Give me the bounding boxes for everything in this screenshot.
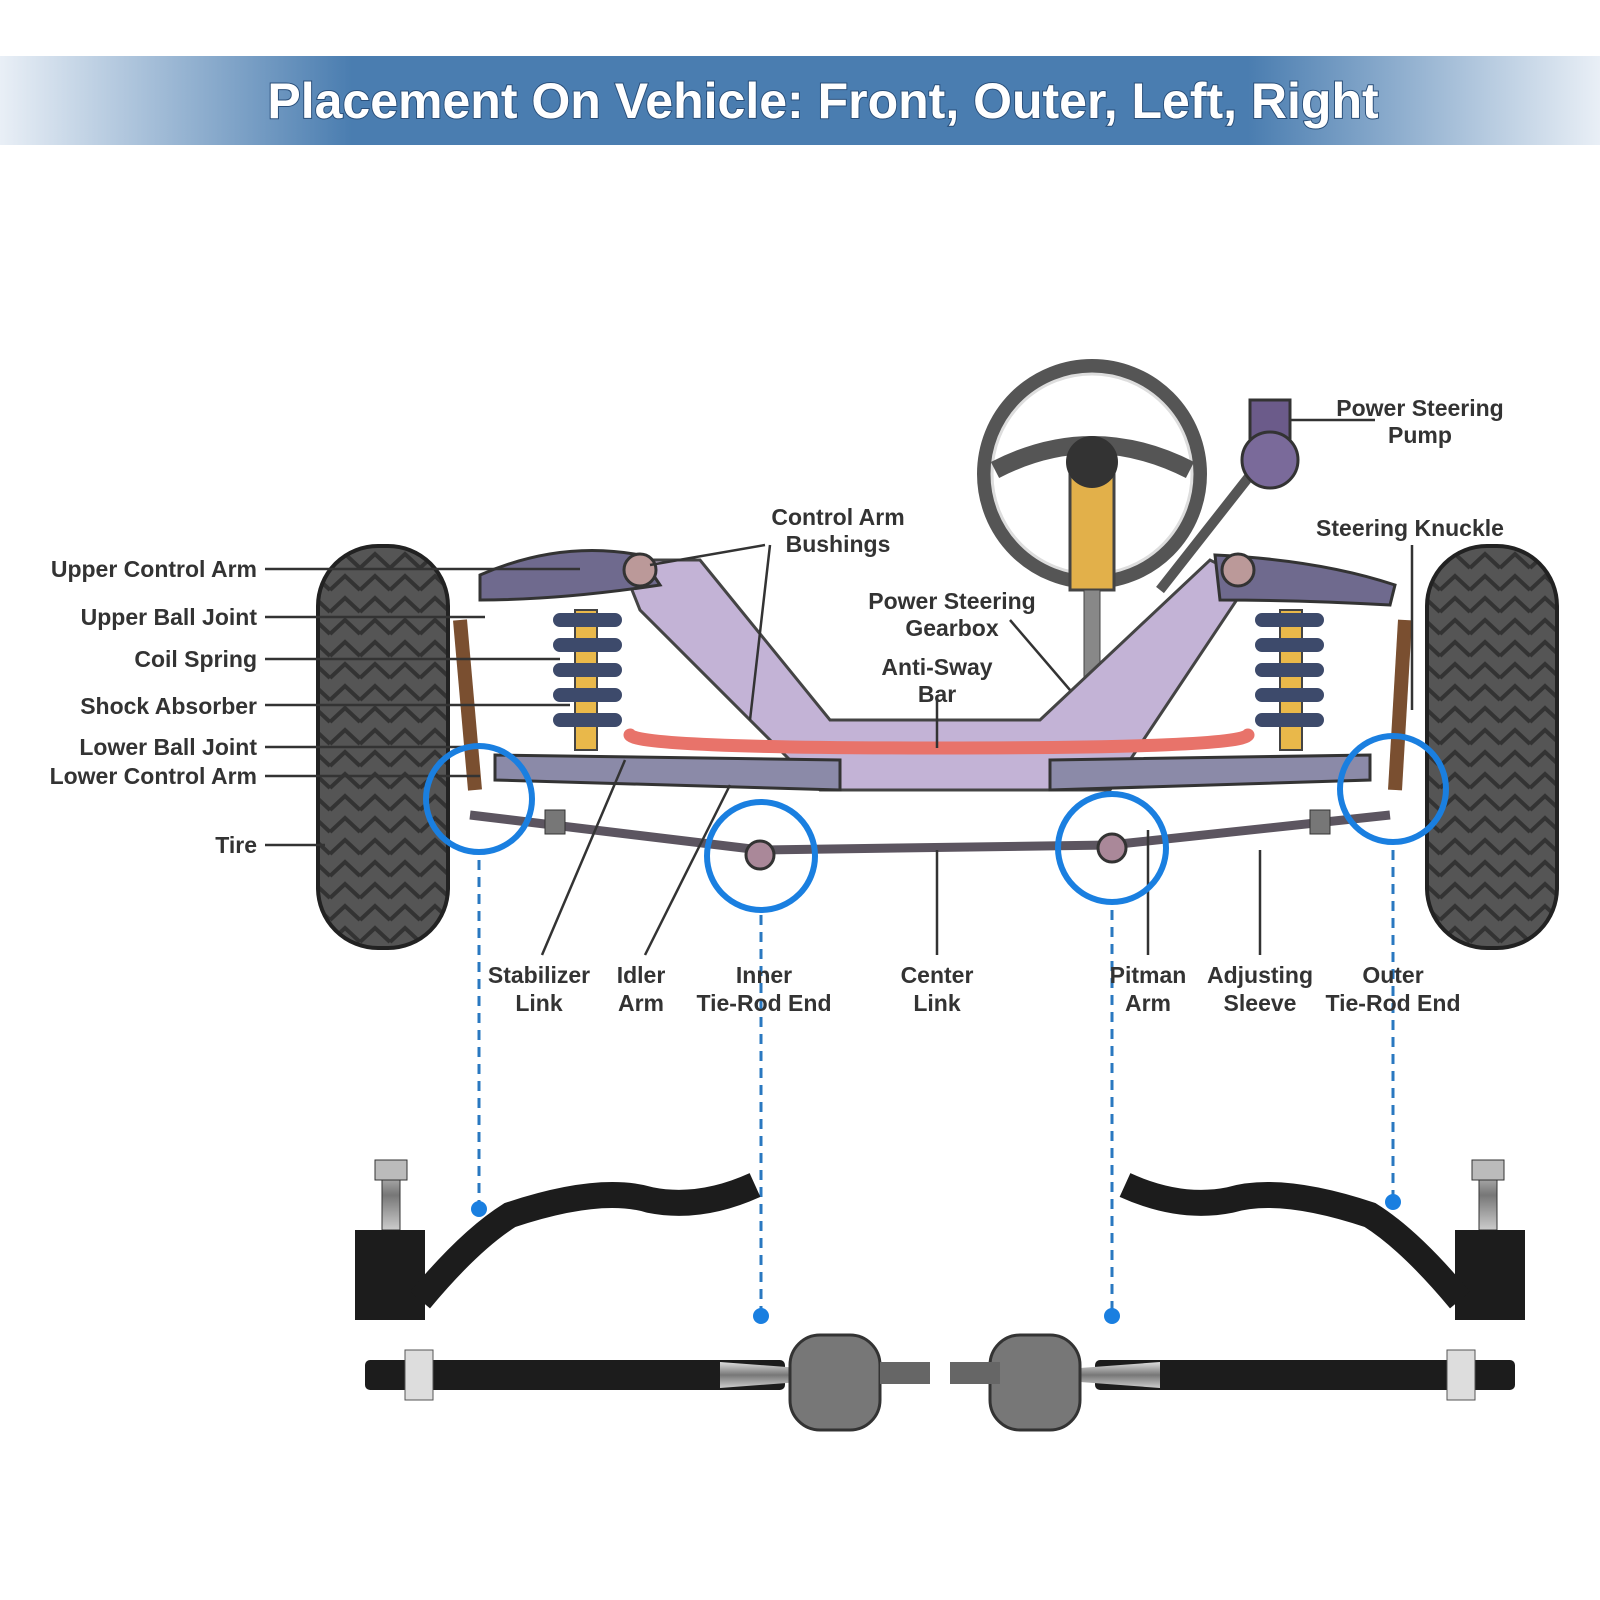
label-control-arm-bushings-2: Bushings <box>786 531 891 557</box>
highlight-left-outer <box>423 743 535 855</box>
steering-linkage <box>469 809 1391 871</box>
left-coil-spring <box>553 609 622 751</box>
label-power-steering-pump: Power Steering <box>1336 395 1503 421</box>
label-outer-tie-rod-end: Outer <box>1362 962 1423 988</box>
label-adjusting-sleeve: Adjusting <box>1207 962 1313 988</box>
label-upper-control-arm: Upper Control Arm <box>51 556 257 582</box>
outer-tie-rod-end-left <box>355 1159 761 1320</box>
label-upper-ball-joint: Upper Ball Joint <box>81 604 258 630</box>
outer-tie-rod-end-right <box>1119 1159 1525 1320</box>
label-shock-absorber: Shock Absorber <box>80 693 257 719</box>
label-stabilizer-link: Stabilizer <box>488 962 590 988</box>
leader-lines <box>265 418 1414 956</box>
anti-sway-bar <box>623 728 1255 755</box>
label-center-link-2: Link <box>913 990 960 1016</box>
label-lower-control-arm: Lower Control Arm <box>50 763 257 789</box>
highlight-left-inner <box>704 799 818 913</box>
label-idler-arm: Idler <box>617 962 666 988</box>
power-steering-pump <box>1156 398 1300 594</box>
label-tire: Tire <box>215 832 257 858</box>
label-idler-arm-2: Arm <box>618 990 664 1016</box>
label-inner-tie-rod-end-2: Tie-Rod End <box>696 990 831 1016</box>
label-lower-ball-joint: Lower Ball Joint <box>79 734 257 760</box>
label-power-steering-pump-2: Pump <box>1388 422 1452 448</box>
label-center-link: Center <box>901 962 974 988</box>
highlight-right-outer <box>1337 733 1449 845</box>
connector-dots <box>471 1194 1401 1324</box>
steering-wheel <box>977 359 1207 681</box>
highlight-circles <box>423 733 1449 913</box>
label-anti-sway-bar-2: Bar <box>918 681 956 707</box>
label-stabilizer-link-2: Link <box>515 990 562 1016</box>
dashed-connectors <box>477 850 1395 1312</box>
label-power-steering-gearbox-2: Gearbox <box>905 615 999 641</box>
label-outer-tie-rod-end-2: Tie-Rod End <box>1325 990 1460 1016</box>
right-tire <box>1425 544 1559 950</box>
label-inner-tie-rod-end: Inner <box>736 962 792 988</box>
inner-tie-rod-left <box>365 1333 930 1432</box>
highlight-right-inner <box>1055 791 1169 905</box>
header-band <box>0 56 1600 145</box>
label-pitman-arm: Pitman <box>1110 962 1187 988</box>
label-coil-spring: Coil Spring <box>134 646 257 672</box>
label-control-arm-bushings: Control Arm <box>771 504 904 530</box>
label-anti-sway-bar: Anti-Sway <box>881 654 992 680</box>
label-steering-knuckle: Steering Knuckle <box>1316 515 1504 541</box>
page-title: Placement On Vehicle: Front, Outer, Left… <box>267 73 1379 129</box>
label-power-steering-gearbox: Power Steering <box>868 588 1035 614</box>
subframe <box>453 549 1412 792</box>
right-coil-spring <box>1255 609 1324 751</box>
label-adjusting-sleeve-2: Sleeve <box>1224 990 1297 1016</box>
label-pitman-arm-2: Arm <box>1125 990 1171 1016</box>
inner-tie-rod-right <box>950 1333 1515 1432</box>
